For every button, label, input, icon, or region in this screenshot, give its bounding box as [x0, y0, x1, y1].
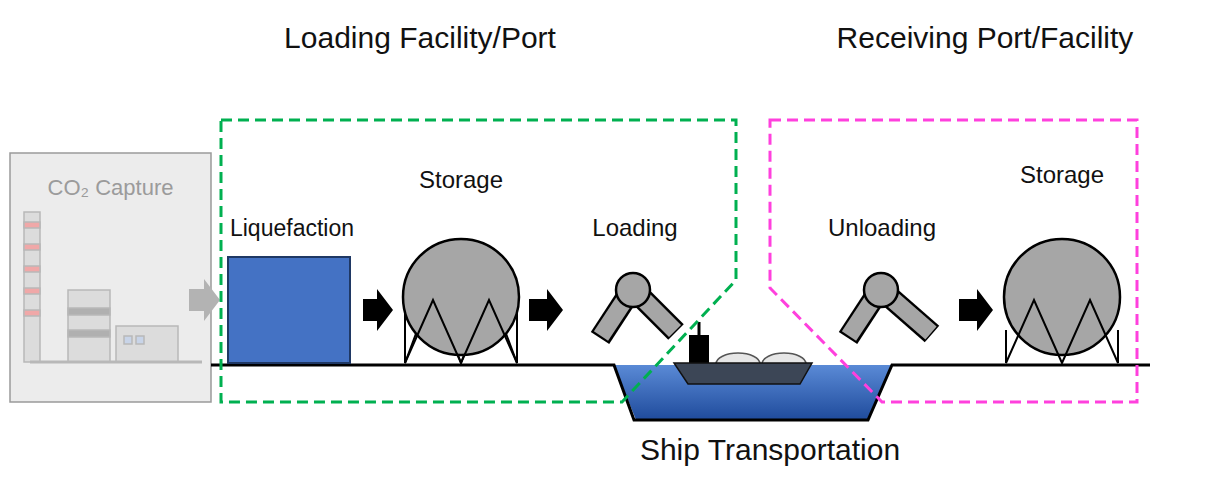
flow-arrow	[529, 289, 563, 331]
arm-joint	[864, 273, 898, 307]
flow-arrow	[363, 289, 393, 331]
receiving-region: Receiving Port/FacilityUnloading Storage	[760, 14, 1160, 408]
storage-tank	[403, 239, 519, 363]
process-label: Liquefaction	[225, 215, 359, 243]
chimney-band	[24, 244, 40, 250]
tank-legs	[405, 300, 517, 363]
window	[124, 336, 132, 344]
ground-line	[30, 361, 202, 364]
loading-arm-node: Loading	[567, 212, 703, 350]
factory-building	[116, 326, 178, 362]
tank-sphere	[403, 239, 519, 355]
chimney-band	[24, 266, 40, 272]
arm-label: Loading	[567, 214, 703, 243]
region-outline	[212, 14, 747, 408]
storage-tank-node: Storage	[997, 161, 1127, 365]
tank-legs	[1006, 300, 1118, 363]
storage-tank	[1004, 239, 1120, 363]
ship-hull	[674, 363, 812, 384]
flow-arrow	[189, 279, 220, 321]
building-stripe	[68, 330, 110, 337]
region-heading: Loading Facility/Port	[284, 20, 556, 56]
ship-cabin	[689, 335, 709, 363]
region-heading: Receiving Port/Facility	[837, 20, 1134, 56]
window	[136, 336, 144, 344]
region-outline	[760, 14, 1160, 408]
ship	[674, 322, 812, 384]
unloading-arm-node: Unloading	[809, 212, 955, 350]
dashed-boundary	[221, 120, 736, 402]
unloading-arm	[848, 273, 932, 338]
capture-box: CO₂ Capture	[7, 153, 214, 402]
tank-label: Storage	[397, 166, 525, 195]
facility-region: Loading Facility/PortLiquefaction Storage…	[212, 14, 747, 408]
arm-label: Unloading	[809, 214, 955, 243]
mast	[698, 322, 701, 336]
liquefaction-unit	[228, 257, 350, 363]
storage-tank-node: Storage	[397, 166, 525, 365]
arm-joint	[616, 273, 650, 307]
chimney-band	[24, 222, 40, 228]
loading-arm	[600, 273, 676, 338]
capture-label: CO₂ Capture	[7, 175, 214, 201]
dashed-boundary	[770, 120, 1137, 402]
factory-building	[68, 290, 110, 362]
process-box: Liquefaction	[225, 215, 359, 365]
factory-icon	[24, 212, 202, 362]
tank-sphere	[1004, 239, 1120, 355]
chimney-band	[24, 310, 40, 316]
building-stripe	[68, 308, 110, 315]
flow-arrow	[959, 289, 993, 331]
chimney-band	[24, 288, 40, 294]
tank-label: Storage	[997, 161, 1127, 190]
section-caption: Ship Transportation	[640, 432, 900, 468]
chimney	[24, 212, 40, 362]
